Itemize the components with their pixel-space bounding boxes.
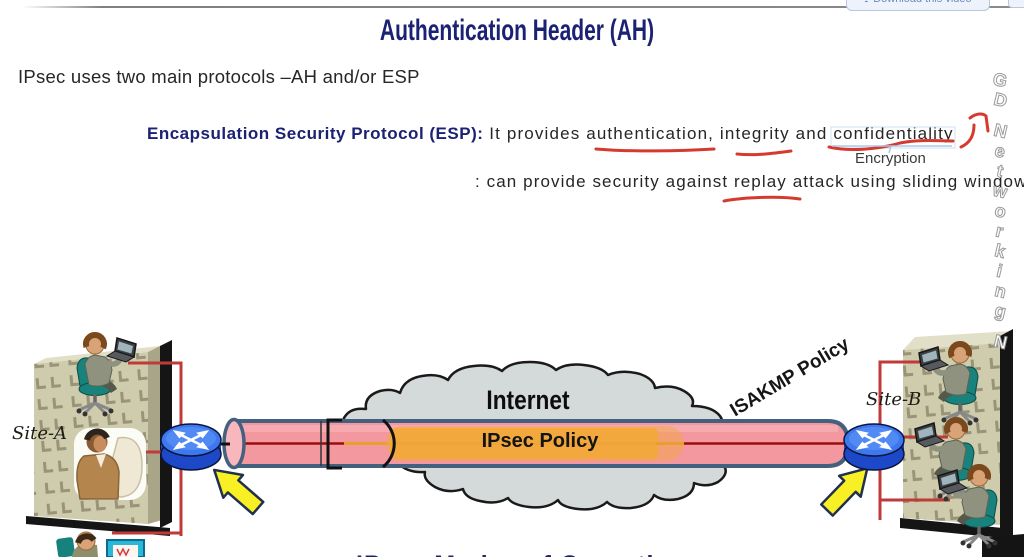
top-divider-line — [22, 6, 1024, 8]
internet-label: Internet — [486, 385, 570, 415]
person-site-a-middle — [74, 428, 146, 500]
encryption-label: Encryption — [855, 150, 926, 167]
download-button-label: Download this video — [873, 0, 971, 5]
network-wires — [112, 360, 950, 536]
partially-visible-heading: IPsec Modes of Operation — [356, 551, 687, 557]
ipsec-policy-label: IPsec Policy — [481, 430, 599, 452]
arrow-to-router-b — [819, 467, 869, 517]
download-video-button[interactable]: ⭳ Download this video — [846, 0, 990, 11]
esp-heading: Encapsulation Security Protocol (ESP): — [147, 124, 484, 143]
chrome-mini-button[interactable] — [1008, 0, 1024, 8]
router-site-b — [843, 423, 905, 471]
site-b-label: Site-B — [866, 389, 922, 410]
site-a-label: Site-A — [12, 423, 68, 444]
router-site-a — [160, 423, 222, 471]
page-title: Authentication Header (AH) — [379, 14, 655, 47]
arrow-to-router-a — [212, 468, 265, 516]
tunnel-start-bracket — [326, 418, 342, 470]
replay-text: : can provide security against replay at… — [475, 172, 1024, 191]
intro-text: IPsec uses two main protocols –AH and/or… — [18, 66, 420, 87]
person-site-a-bottom — [56, 531, 145, 557]
download-icon: ⭳ — [864, 0, 868, 9]
